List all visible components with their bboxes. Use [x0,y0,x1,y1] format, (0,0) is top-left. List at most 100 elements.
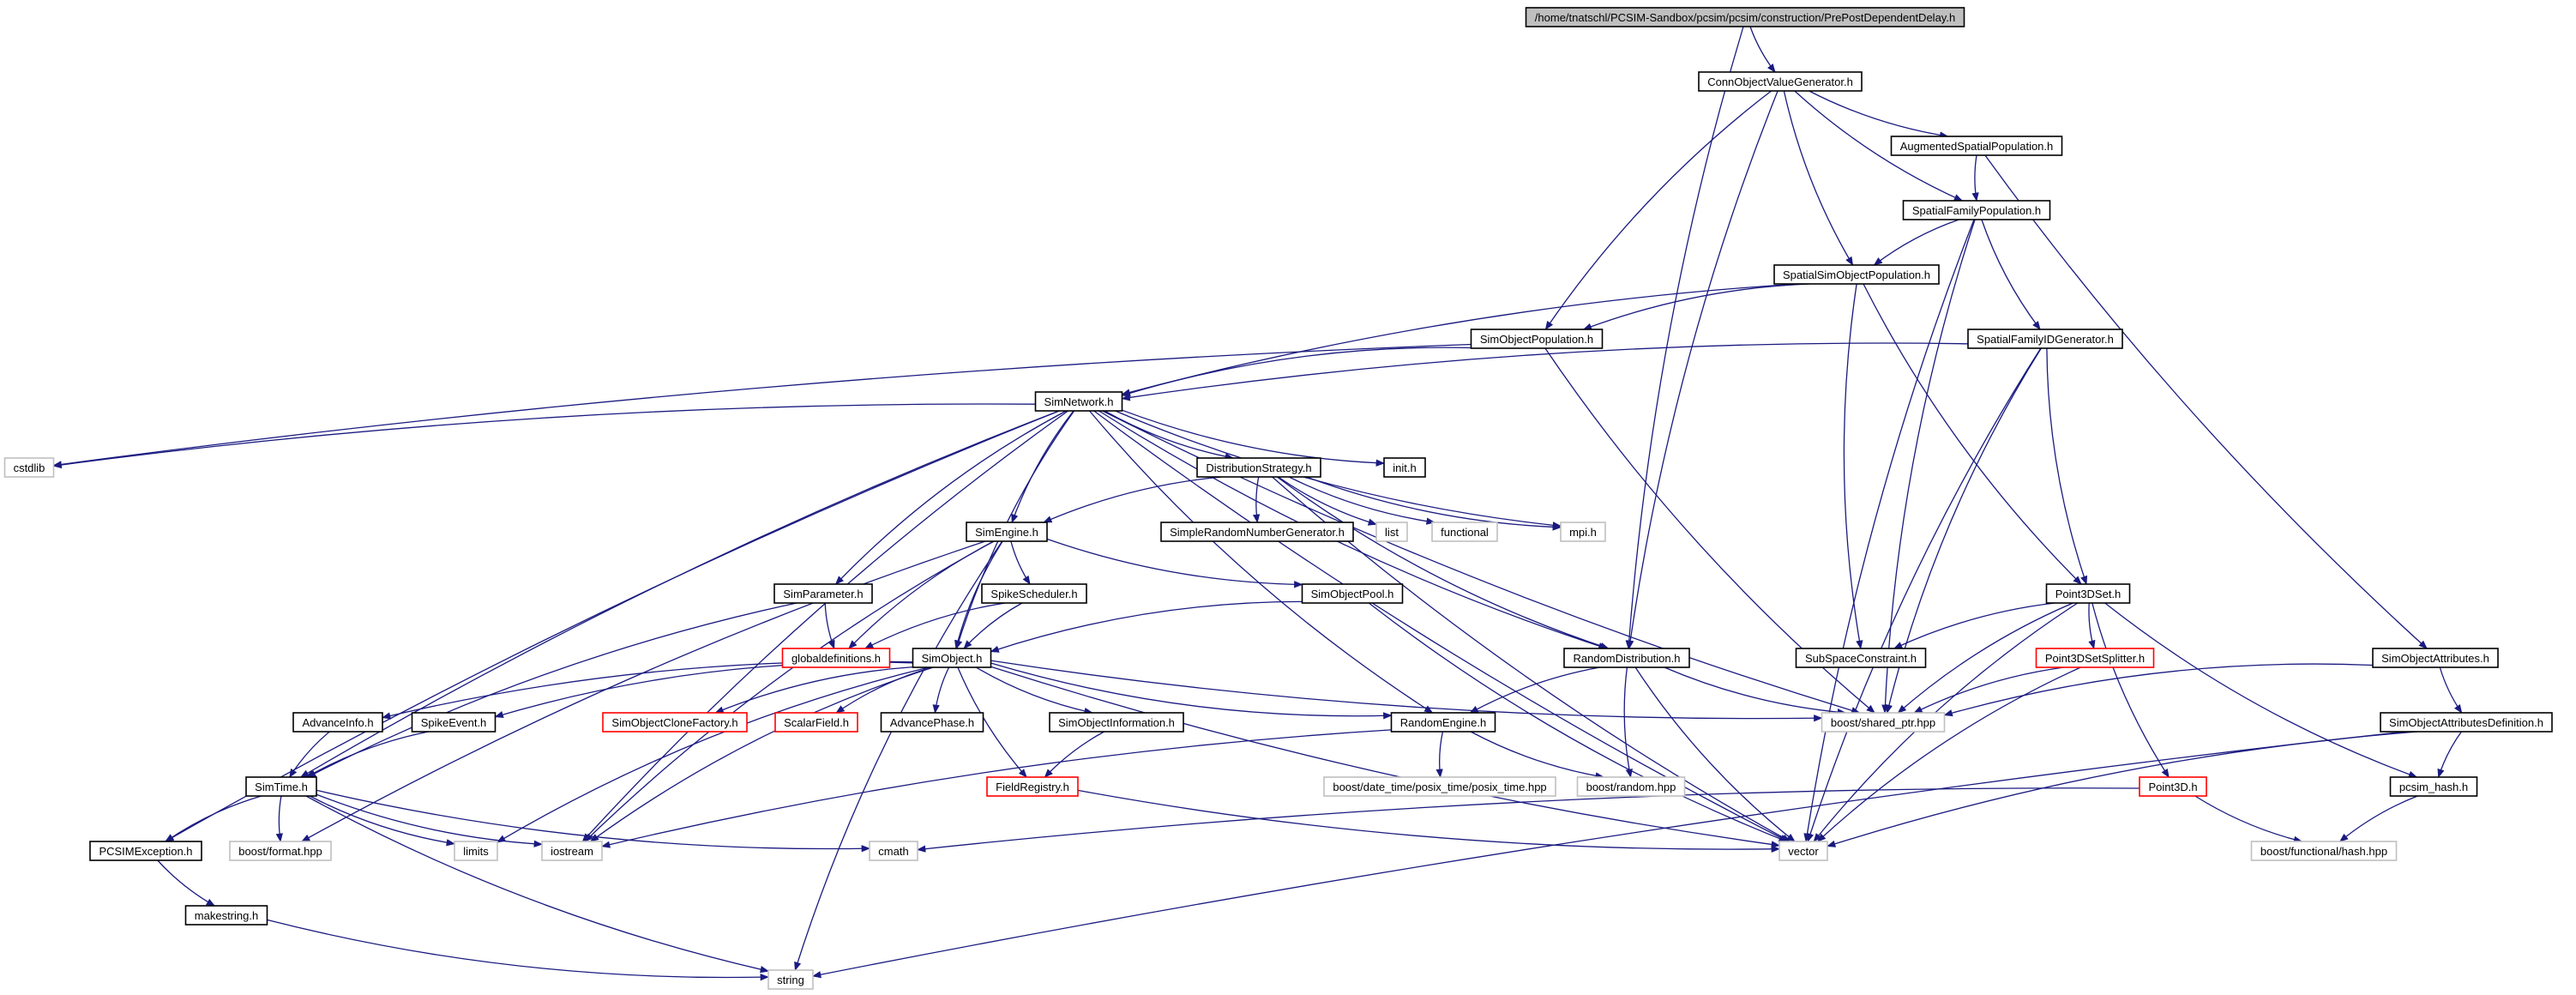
edge-point3dset-to-sharedptr [1897,602,2073,714]
edge-pcsimhash-to-funchash [2338,795,2418,842]
node-vector[interactable]: vector [1779,841,1828,861]
node-box [2139,776,2207,797]
node-attrdef[interactable]: SimObjectAttributesDefinition.h [2380,712,2553,733]
node-fieldreg[interactable]: FieldRegistry.h [986,776,1079,797]
node-label: SimTime.h [255,781,308,793]
node-spfamid[interactable]: SpatialFamilyIDGenerator.h [1967,329,2123,349]
node-root[interactable]: /home/tnatschl/PCSIM-Sandbox/pcsim/pcsim… [1525,7,1965,27]
node-advinfo[interactable]: AdvanceInfo.h [292,712,383,733]
node-simobjinfo[interactable]: SimObjectInformation.h [1049,712,1184,733]
node-label: RandomDistribution.h [1573,652,1680,665]
edge-simobjpop-to-cstdlib [52,343,1472,468]
node-diststrat[interactable]: DistributionStrategy.h [1196,457,1321,478]
node-spfam[interactable]: SpatialFamilyPopulation.h [1902,200,2051,220]
edge-simengine-to-boostformat [301,540,986,842]
edge-randeng-to-posix [1435,731,1444,779]
edge-simnet-to-randdist [1098,410,1608,650]
node-spikesched[interactable]: SpikeScheduler.h [981,583,1087,604]
node-label: Point3DSet.h [2055,588,2122,600]
node-label: SpikeScheduler.h [990,588,1077,600]
node-label: SimNetwork.h [1044,395,1114,408]
edge-simobjpool-to-simobject [990,600,1303,653]
node-label: makestring.h [195,909,258,922]
node-subspace[interactable]: SubSpaceConstraint.h [1795,648,1927,668]
node-scalarfield[interactable]: ScalarField.h [774,712,858,733]
node-p3dsplit[interactable]: Point3DSetSplitter.h [2035,648,2155,668]
node-iostream[interactable]: iostream [541,841,603,861]
node-simobjpop[interactable]: SimObjectPopulation.h [1470,329,1604,349]
node-simtime[interactable]: SimTime.h [245,776,317,797]
node-initf[interactable]: init.h [1383,457,1426,478]
node-label: boost/functional/hash.hpp [2260,845,2387,858]
node-mpi[interactable]: mpi.h [1560,522,1606,542]
node-posix[interactable]: boost/date_time/posix_time/posix_time.hp… [1323,776,1556,797]
node-label: boost/shared_ptr.hpp [1831,716,1935,729]
node-label: SimObjectInformation.h [1058,716,1175,729]
node-label: ScalarField.h [784,716,849,729]
node-connobj[interactable]: ConnObjectValueGenerator.h [1698,71,1863,92]
edge-makestring-to-string [267,919,770,981]
node-simparam[interactable]: SimParameter.h [773,583,873,604]
node-makestring[interactable]: makestring.h [184,905,268,926]
edge-simobjpop-to-simnet [1121,347,1472,397]
nodes-layer: /home/tnatschl/PCSIM-Sandbox/pcsim/pcsim… [3,7,2553,990]
node-simnet[interactable]: SimNetwork.h [1034,391,1123,412]
node-advphase[interactable]: AdvancePhase.h [880,712,984,733]
node-box [1890,136,2063,156]
edge-simobject-to-iostream [589,666,934,842]
node-pcsimexc[interactable]: PCSIMException.h [89,841,202,861]
node-spikeevent[interactable]: SpikeEvent.h [411,712,497,733]
edge-simobjattr-to-attrdef [2439,666,2463,714]
node-label: SimObjectCloneFactory.h [611,716,737,729]
node-funchash[interactable]: boost/functional/hash.hpp [2250,841,2398,861]
edge-root-to-randdist [1625,26,1744,650]
edge-simobject-to-randeng [990,662,1393,720]
node-box [1525,7,1965,27]
node-box [1698,71,1863,92]
node-list[interactable]: list [1375,522,1408,542]
node-globaldef[interactable]: globaldefinitions.h [781,648,891,668]
edge-p3dsplit-to-vector [1816,666,2081,842]
node-simobject[interactable]: SimObject.h [912,648,992,668]
node-point3d[interactable]: Point3D.h [2139,776,2207,797]
edge-connobj-to-augsp [1809,90,1949,139]
node-functional[interactable]: functional [1431,522,1498,542]
node-label: FieldRegistry.h [996,781,1069,793]
node-clonefac[interactable]: SimObjectCloneFactory.h [602,712,748,733]
node-simobjattr[interactable]: SimObjectAttributes.h [2372,648,2499,668]
node-string[interactable]: string [767,969,814,990]
node-randeng[interactable]: RandomEngine.h [1390,712,1496,733]
node-simengine[interactable]: SimEngine.h [966,522,1048,542]
edge-attrdef-to-string [811,731,2405,979]
node-label: SimParameter.h [783,588,863,600]
edge-attrdef-to-pcsimhash [2437,731,2462,778]
node-sharedptr[interactable]: boost/shared_ptr.hpp [1821,712,1946,733]
node-label: SimObjectPopulation.h [1480,333,1593,346]
node-box [1576,776,1686,797]
node-box [1034,391,1123,412]
edge-simnet-to-cstdlib [52,403,1036,469]
node-cmath[interactable]: cmath [869,841,918,861]
edge-randdist-to-boostrandom [1623,666,1633,779]
node-simplerng[interactable]: SimpleRandomNumberGenerator.h [1160,522,1354,542]
node-cstdlib[interactable]: cstdlib [3,457,55,478]
node-box [541,841,603,861]
edge-spsim-to-point3dset [1863,283,2082,585]
edge-point3dset-to-pcsimhash [2104,602,2418,778]
node-pcsimhash[interactable]: pcsim_hash.h [2389,776,2478,797]
edge-simparam-to-simtime [306,602,797,778]
node-spsim[interactable]: SpatialSimObjectPopulation.h [1773,264,1940,285]
edge-point3d-to-funchash [2194,795,2303,843]
node-simobjpool[interactable]: SimObjectPool.h [1301,583,1404,604]
edge-simobject-to-clonefac [714,666,913,714]
node-limits[interactable]: limits [454,841,498,861]
node-box [966,522,1048,542]
edge-simobject-to-fieldreg [957,666,1027,778]
node-augsp[interactable]: AugmentedSpatialPopulation.h [1890,136,2063,156]
node-boostrandom[interactable]: boost/random.hpp [1576,776,1686,797]
node-point3dset[interactable]: Point3DSet.h [2045,583,2131,604]
edge-simengine-to-spikesched [1010,540,1031,585]
node-randdist[interactable]: RandomDistribution.h [1563,648,1690,668]
node-label: PCSIMException.h [99,845,192,858]
node-boostformat[interactable]: boost/format.hpp [229,841,332,861]
